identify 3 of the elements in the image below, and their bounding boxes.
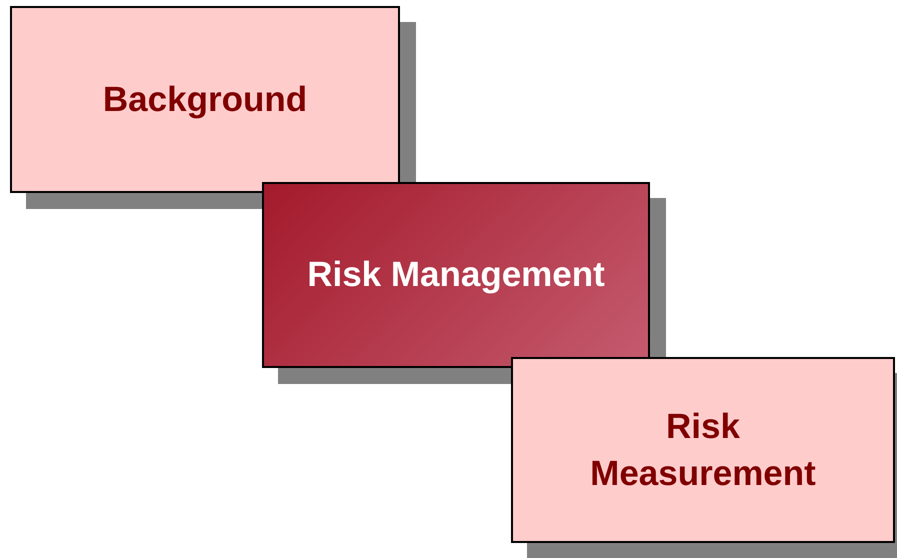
box-label: Risk Management	[307, 254, 605, 296]
box-label: Risk Measurement	[589, 406, 817, 495]
box-label: Background	[102, 78, 308, 121]
